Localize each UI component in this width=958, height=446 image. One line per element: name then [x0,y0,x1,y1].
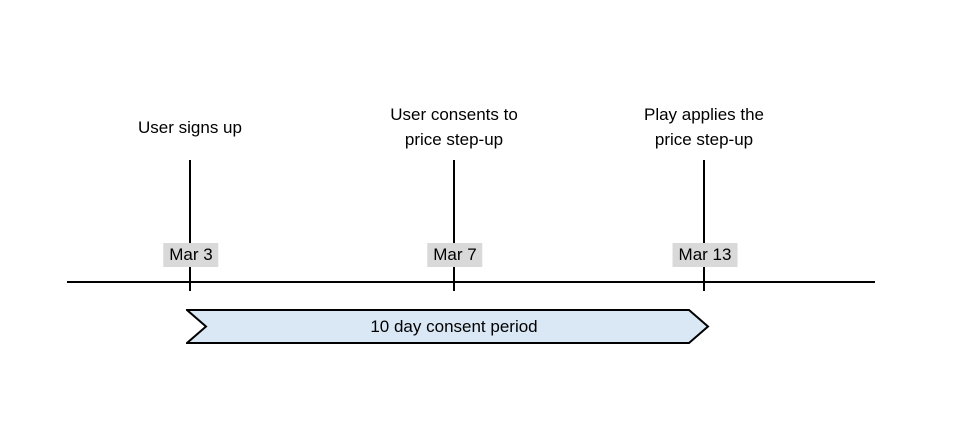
event-date-mar-13: Mar 13 [672,243,738,267]
event-title-user-signs-up: User signs up [138,117,242,137]
event-date-mar-3: Mar 3 [163,243,219,267]
event-title-user-consents: User consents to price step-up [390,105,518,149]
event-date-mar-7: Mar 7 [427,243,483,267]
timeline-axis [67,281,875,283]
event-title-play-applies: Play applies the price step-up [643,105,765,149]
event-tick-mar-13 [703,160,705,291]
consent-period-label: 10 day consent period [370,316,538,336]
consent-period-banner: 10 day consent period [186,309,710,344]
event-tick-mar-7 [453,160,455,291]
consent-period-ribbon-shape [186,309,710,344]
event-tick-mar-3 [189,160,191,291]
